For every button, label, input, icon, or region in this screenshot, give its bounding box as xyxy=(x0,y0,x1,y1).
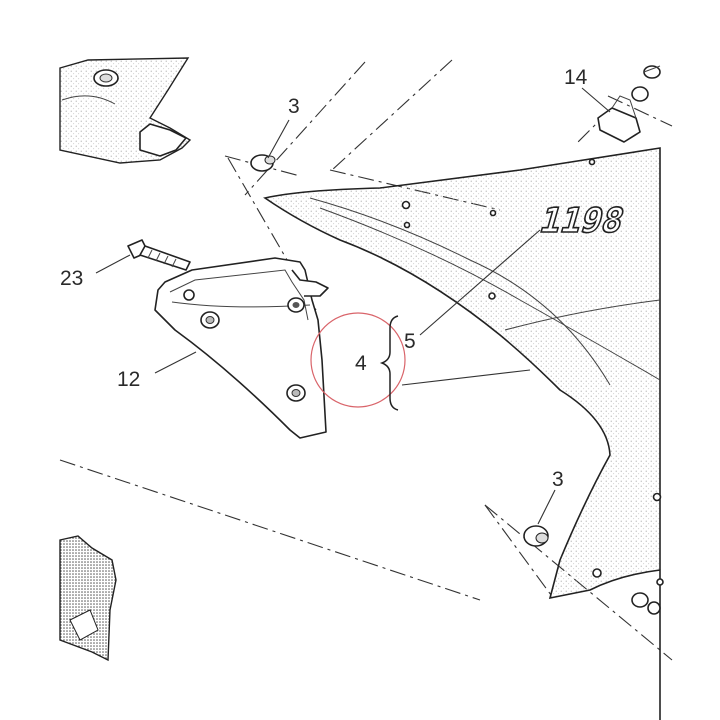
part-3-grommet-bottom xyxy=(523,525,549,547)
callout-23: 23 xyxy=(60,267,83,290)
callout-labels: 3 14 23 12 4 5 3 xyxy=(60,66,588,491)
part-14-clip xyxy=(597,65,661,143)
callout-12: 12 xyxy=(117,368,140,391)
lower-right-screw xyxy=(631,578,664,615)
callout-5: 5 xyxy=(404,330,416,353)
part-12-bracket xyxy=(154,257,329,439)
highlight-circle xyxy=(310,312,406,408)
side-fairing-panel xyxy=(263,147,662,720)
lower-left-dark-part xyxy=(59,535,117,662)
callout-3-top: 3 xyxy=(288,95,300,118)
upper-frame-part xyxy=(59,57,192,164)
callout-3-bottom: 3 xyxy=(552,468,564,491)
group-brace xyxy=(379,315,399,411)
callout-4: 4 xyxy=(355,352,367,375)
part-3-grommet-top xyxy=(250,154,276,172)
part-23-bolt xyxy=(127,239,191,271)
model-badge-text: 1198 xyxy=(535,202,628,241)
leader-lines xyxy=(95,87,611,525)
model-badge: 1198 xyxy=(535,201,630,242)
callout-14: 14 xyxy=(564,66,588,89)
